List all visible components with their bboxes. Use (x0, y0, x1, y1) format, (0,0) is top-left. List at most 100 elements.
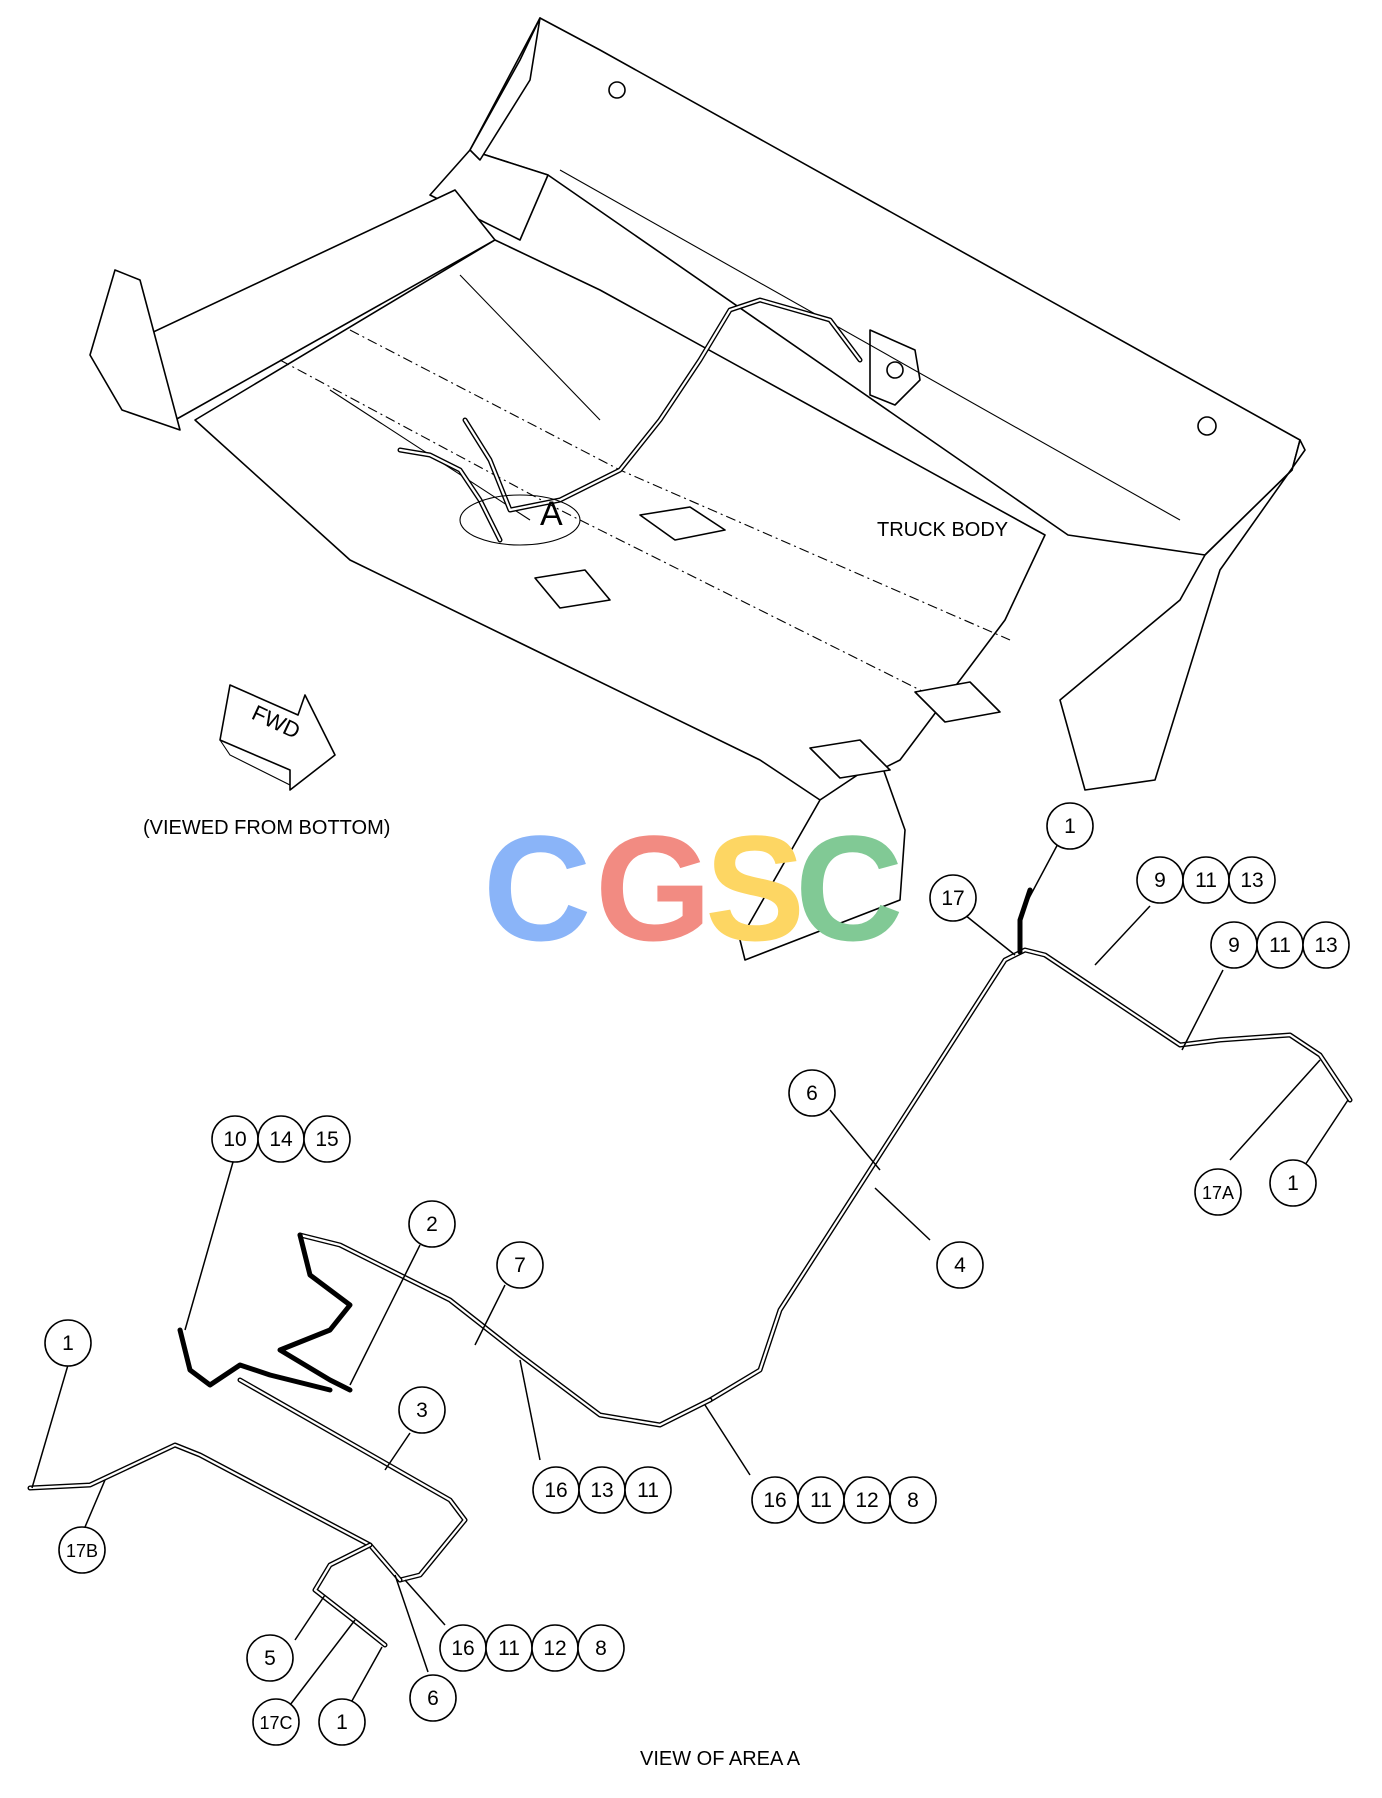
callout-circle (1269, 1159, 1317, 1207)
harness-2 (277, 1232, 353, 1393)
floor-pad-2 (534, 569, 611, 609)
callout-number: 17A (1202, 1183, 1234, 1203)
floor-pad-4 (809, 739, 891, 779)
callout-c17c: 17C (252, 1698, 300, 1746)
callout-number: 13 (590, 1479, 613, 1502)
callout-number: 16 (544, 1479, 567, 1502)
callout-circle (1194, 1168, 1242, 1216)
callout-circle (1046, 802, 1094, 850)
fwd-arrow-shape (219, 684, 336, 791)
floor-pad-1 (639, 506, 726, 541)
harness-branch-17 (1017, 887, 1033, 955)
callout-number: 17C (259, 1713, 292, 1733)
callout-number: 16 (763, 1489, 786, 1512)
callout-number: 7 (514, 1254, 526, 1277)
callout-c9-a: 9 11 13 (1136, 856, 1276, 904)
floor-pad-3 (914, 681, 1001, 723)
area-a-marker: A (540, 495, 563, 533)
callout-circle (246, 1634, 294, 1682)
callout-circle (44, 1319, 92, 1367)
callout-number: 11 (498, 1637, 520, 1660)
harness-3-inner (238, 1378, 467, 1582)
callout-number: 10 (223, 1128, 246, 1151)
body-left-wall (429, 149, 549, 241)
callout-number: 11 (1269, 934, 1291, 957)
callout-c7: 7 (496, 1241, 544, 1289)
floor-seam-4 (459, 274, 601, 421)
callout-c5: 5 (246, 1634, 294, 1682)
callout-number: 14 (269, 1128, 293, 1151)
callout-number: 13 (1314, 934, 1337, 957)
callout-c1-left: 1 (44, 1319, 92, 1367)
callout-c16-mid: 16 13 11 (532, 1466, 672, 1514)
harness-main-right-inner (708, 948, 1352, 1402)
callout-number: 6 (427, 1687, 439, 1710)
callout-number: 17 (941, 887, 964, 910)
callout-c4: 4 (936, 1241, 984, 1289)
leader-lines (31, 839, 1349, 1709)
body-left-rail-end (89, 269, 181, 431)
viewed-from-bottom-label: (VIEWED FROM BOTTOM) (143, 817, 390, 839)
callout-number: 16 (451, 1637, 474, 1660)
callout-number: 11 (1195, 869, 1217, 892)
harness-7-inner (298, 1233, 712, 1427)
callout-circle (577, 1624, 625, 1672)
callout-c1-bottom: 1 (318, 1698, 366, 1746)
body-harness-inner (463, 298, 862, 512)
callout-number: 8 (595, 1637, 607, 1660)
callout-circle (624, 1466, 672, 1514)
callout-number: 1 (1064, 815, 1076, 838)
body-right-panel (1059, 439, 1306, 791)
callout-c10: 10 14 15 (211, 1115, 351, 1163)
callout-number: 5 (264, 1647, 276, 1670)
callout-circle (936, 1241, 984, 1289)
callout-c17a: 17A (1194, 1168, 1242, 1216)
callout-number: 11 (637, 1479, 659, 1502)
callout-c6-left: 6 (409, 1674, 457, 1722)
body-left-top-flange (469, 17, 541, 161)
fwd-arrow-depth (219, 739, 291, 786)
callout-number: 6 (806, 1082, 818, 1105)
view-of-area-a-label: VIEW OF AREA A (640, 1748, 801, 1770)
callout-c17: 17 (929, 874, 977, 922)
hinge-pin (886, 361, 904, 379)
callout-circle (889, 1476, 937, 1524)
watermark-letter: C (483, 804, 591, 972)
harness-17b-inner (28, 1443, 402, 1582)
truck-body-drawing (89, 17, 1306, 961)
callout-number: 12 (543, 1637, 566, 1660)
watermark-letter: G (595, 804, 712, 972)
callout-c3: 3 (398, 1386, 446, 1434)
callout-circle (58, 1526, 106, 1574)
callout-number: 17B (66, 1541, 98, 1561)
callout-number: 12 (855, 1489, 878, 1512)
rear-hole-2 (1197, 416, 1217, 436)
callout-number: 3 (416, 1399, 428, 1422)
area-a-harness (27, 887, 1353, 1648)
callout-number: 1 (1287, 1172, 1299, 1195)
callout-number: 4 (954, 1254, 966, 1277)
callout-number: 9 (1154, 869, 1166, 892)
callout-number: 11 (810, 1489, 832, 1512)
floor-seam-3 (559, 169, 1181, 521)
callout-c6-right: 6 (788, 1069, 836, 1117)
callout-circle (788, 1069, 836, 1117)
callout-number: 1 (336, 1711, 348, 1734)
truck-body-label: TRUCK BODY (877, 519, 1008, 541)
harness-main-right (707, 947, 1353, 1403)
fwd-arrow: FWD (219, 684, 336, 791)
callout-c1-top: 1 (1046, 802, 1094, 850)
callout-c1-right: 1 (1269, 1159, 1317, 1207)
callout-number: 15 (315, 1128, 338, 1151)
harness-10 (177, 1327, 333, 1393)
callout-circle (252, 1698, 300, 1746)
watermark-letter: S (705, 804, 805, 972)
callout-number: 8 (907, 1489, 919, 1512)
callout-circle (303, 1115, 351, 1163)
callout-c17b: 17B (58, 1526, 106, 1574)
callout-number: 13 (1240, 869, 1263, 892)
